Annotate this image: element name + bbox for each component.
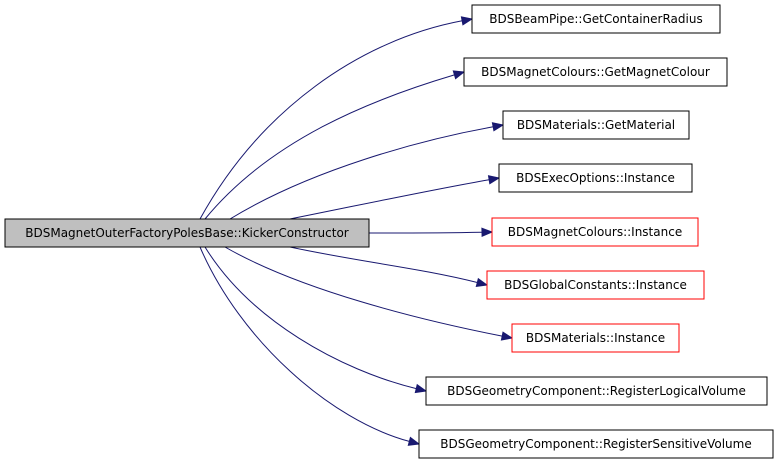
target-node-box [498, 163, 693, 193]
call-edge [199, 246, 410, 442]
source-node-box [4, 218, 370, 248]
edges-layer [199, 16, 514, 446]
target-node-box [511, 323, 680, 353]
target-node-box [471, 4, 721, 34]
target-node-box [463, 57, 728, 87]
edge-arrowhead [452, 70, 466, 80]
target-node-label: BDSMagnetColours::Instance [508, 225, 682, 239]
call-edge [204, 246, 417, 390]
call-edge [199, 20, 463, 220]
source-node[interactable]: BDSMagnetOuterFactoryPolesBase::KickerCo… [4, 218, 370, 248]
target-node-label: BDSGeometryComponent::RegisterSensitiveV… [440, 437, 751, 451]
target-node[interactable]: BDSExecOptions::Instance [498, 163, 693, 193]
target-node[interactable]: BDSMagnetColours::Instance [491, 217, 699, 247]
target-node[interactable]: BDSMaterials::GetMaterial [502, 110, 690, 140]
target-node-label: BDSMaterials::Instance [526, 331, 665, 345]
target-node-label: BDSGlobalConstants::Instance [504, 278, 687, 292]
target-node-label: BDSMagnetColours::GetMagnetColour [481, 65, 710, 79]
target-node-box [491, 217, 699, 247]
edge-arrowhead [407, 436, 421, 446]
target-node-box [425, 376, 768, 406]
edge-arrowhead [414, 383, 428, 394]
call-edge [368, 231, 483, 234]
edge-arrowhead [460, 16, 474, 26]
source-node-label: BDSMagnetOuterFactoryPolesBase::KickerCo… [25, 226, 349, 240]
target-node-label: BDSGeometryComponent::RegisterLogicalVol… [447, 384, 746, 398]
call-edge [289, 246, 478, 283]
target-node-box [502, 110, 690, 140]
call-edge [289, 179, 490, 220]
target-node-box [486, 270, 705, 300]
edge-arrowhead [487, 175, 501, 185]
edge-arrowhead [491, 122, 505, 132]
target-node-label: BDSExecOptions::Instance [516, 171, 675, 185]
call-edge [204, 74, 455, 220]
target-node[interactable]: BDSGeometryComponent::RegisterSensitiveV… [418, 429, 774, 459]
call-edge [224, 246, 503, 337]
target-node-label: BDSBeamPipe::GetContainerRadius [489, 12, 702, 26]
edge-arrowhead [500, 331, 514, 341]
target-node[interactable]: BDSMagnetColours::GetMagnetColour [463, 57, 728, 87]
target-node[interactable]: BDSGeometryComponent::RegisterLogicalVol… [425, 376, 768, 406]
edge-arrowhead [475, 277, 489, 287]
target-nodes: BDSBeamPipe::GetContainerRadiusBDSMagnet… [418, 4, 774, 459]
edge-arrowhead [481, 227, 494, 237]
target-node-box [418, 429, 774, 459]
target-node-label: BDSMaterials::GetMaterial [517, 118, 675, 132]
call-edge [229, 126, 494, 220]
target-node[interactable]: BDSBeamPipe::GetContainerRadius [471, 4, 721, 34]
target-node[interactable]: BDSMaterials::Instance [511, 323, 680, 353]
target-node[interactable]: BDSGlobalConstants::Instance [486, 270, 705, 300]
